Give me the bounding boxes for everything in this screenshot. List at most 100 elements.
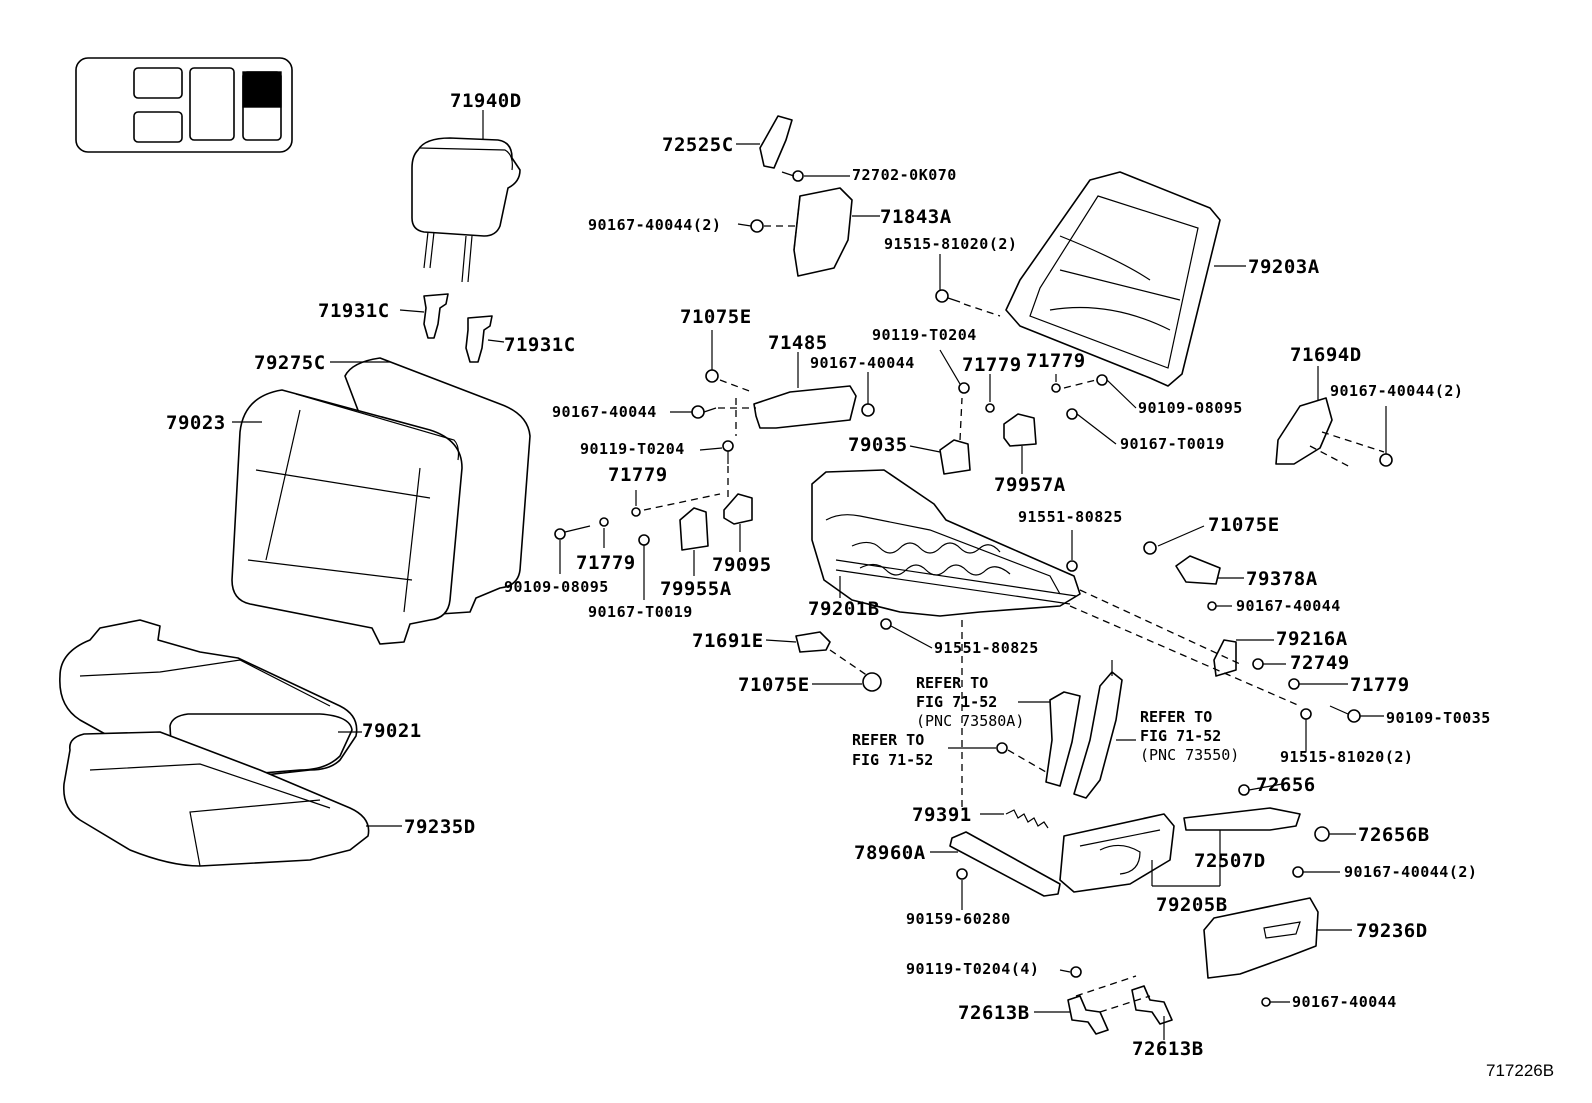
label-90167-T0019-a[interactable]: 90167-T0019 (588, 603, 693, 621)
label-90167-40044-c[interactable]: 90167-40044 (1236, 597, 1341, 615)
label-90167-40044-2-a[interactable]: 90167-40044(2) (588, 216, 722, 234)
refer-note-73580A-line3: (PNC 73580A) (916, 712, 1025, 730)
label-79201B[interactable]: 79201B (808, 598, 880, 620)
bolt-90109-08095-b (1063, 374, 1137, 409)
hinge-cover-72525C (736, 115, 793, 169)
label-71075E-c[interactable]: 71075E (738, 674, 810, 696)
recliner-79205B (1059, 813, 1221, 893)
label-72702-0K070[interactable]: 72702-0K070 (852, 166, 957, 184)
label-90119-T0204-4[interactable]: 90119-T0204(4) (906, 960, 1040, 978)
label-79236D[interactable]: 79236D (1356, 920, 1428, 942)
screw-90167-40044-2-c (1292, 866, 1340, 878)
refer-note-73580A: REFER TO FIG 71-52 (PNC 73580A) (916, 674, 1024, 731)
bolt-90109-T0035 (1329, 705, 1384, 723)
refer-note-73580A-line2[interactable]: FIG 71-52 (916, 693, 998, 711)
label-90109-08095-a[interactable]: 90109-08095 (504, 578, 609, 596)
label-90119-T0204-b[interactable]: 90119-T0204 (872, 326, 977, 344)
label-79021[interactable]: 79021 (362, 720, 422, 742)
bolt-belt (948, 742, 1047, 773)
bolt-90109-08095-a (554, 525, 591, 574)
nut-72656B (1314, 826, 1356, 842)
label-72656B[interactable]: 72656B (1358, 824, 1430, 846)
label-79205B[interactable]: 79205B (1156, 894, 1228, 916)
label-79378A[interactable]: 79378A (1246, 568, 1318, 590)
label-90109-T0035[interactable]: 90109-T0035 (1386, 709, 1491, 727)
label-72656[interactable]: 72656 (1256, 774, 1316, 796)
label-72507D[interactable]: 72507D (1194, 850, 1266, 872)
refer-note-73550-line2[interactable]: FIG 71-52 (1140, 727, 1222, 745)
label-79235D[interactable]: 79235D (404, 816, 476, 838)
label-72613B-a[interactable]: 72613B (958, 1002, 1030, 1024)
label-71691E[interactable]: 71691E (692, 630, 764, 652)
screw-90167-40044-a (670, 398, 756, 436)
label-91551-80825-b[interactable]: 91551-80825 (934, 639, 1039, 657)
label-90109-08095-b[interactable]: 90109-08095 (1138, 399, 1243, 417)
brackets-72613B (1034, 966, 1173, 1040)
label-79955A[interactable]: 79955A (660, 578, 732, 600)
label-72749[interactable]: 72749 (1290, 652, 1350, 674)
belt-buckle-left (1018, 691, 1081, 787)
label-90167-40044-2-b[interactable]: 90167-40044(2) (1330, 382, 1464, 400)
clip-71075E-a (705, 330, 753, 393)
label-71075E-b[interactable]: 71075E (1208, 514, 1280, 536)
spring-79391 (980, 809, 1049, 829)
refer-note-73550-line3: (PNC 73550) (1140, 746, 1240, 764)
label-90167-40044-a[interactable]: 90167-40044 (552, 403, 657, 421)
label-71779-a[interactable]: 71779 (608, 464, 668, 486)
label-72613B-b[interactable]: 72613B (1132, 1038, 1204, 1060)
label-71931C-a[interactable]: 71931C (318, 300, 390, 322)
label-79095[interactable]: 79095 (712, 554, 772, 576)
bracket-79035 (909, 349, 971, 475)
belt-buckle-right (1073, 660, 1136, 799)
label-71779-d[interactable]: 71779 (1026, 350, 1086, 372)
label-78960A[interactable]: 78960A (854, 842, 926, 864)
label-71779-e[interactable]: 71779 (1350, 674, 1410, 696)
cover-79236D (1203, 897, 1352, 1007)
bracket-79957A (1003, 413, 1037, 474)
washer-71779-e (1288, 678, 1348, 690)
label-90167-40044-d[interactable]: 90167-40044 (1292, 993, 1397, 1011)
label-91515-81020-2-a[interactable]: 91515-81020(2) (884, 235, 1018, 253)
cover-71485 (753, 352, 857, 429)
refer-note-belt: REFER TO FIG 71-52 (852, 730, 933, 770)
washers-71779-left (599, 490, 721, 548)
bolt-91551-80825-a (1066, 530, 1078, 572)
label-71931C-b[interactable]: 71931C (504, 334, 576, 356)
seatback-frame-79203A (935, 171, 1246, 387)
label-90167-T0019-b[interactable]: 90167-T0019 (1120, 435, 1225, 453)
label-71940D[interactable]: 71940D (450, 90, 522, 112)
label-79035[interactable]: 79035 (848, 434, 908, 456)
label-79216A[interactable]: 79216A (1276, 628, 1348, 650)
bracket-79378A (1175, 555, 1244, 585)
clip-71075E-b (1143, 525, 1205, 555)
refer-note-belt-line2[interactable]: FIG 71-52 (852, 751, 934, 769)
label-90167-40044-2-c[interactable]: 90167-40044(2) (1344, 863, 1478, 881)
label-79023[interactable]: 79023 (166, 412, 226, 434)
label-71843A[interactable]: 71843A (880, 206, 952, 228)
refer-note-73550: REFER TO FIG 71-52 (PNC 73550) (1140, 708, 1239, 765)
label-90167-40044-b[interactable]: 90167-40044 (810, 354, 915, 372)
label-72525C[interactable]: 72525C (662, 134, 734, 156)
label-79957A[interactable]: 79957A (994, 474, 1066, 496)
label-79203A[interactable]: 79203A (1248, 256, 1320, 278)
label-71779-c[interactable]: 71779 (962, 354, 1022, 376)
label-71075E-a[interactable]: 71075E (680, 306, 752, 328)
seat-cushion-pad-79235D (63, 731, 402, 867)
label-90119-T0204-a[interactable]: 90119-T0204 (580, 440, 685, 458)
screw-90167-40044-c (1207, 601, 1232, 611)
screw-72702 (781, 170, 850, 182)
label-79391[interactable]: 79391 (912, 804, 972, 826)
seat-location-indicator (75, 57, 293, 153)
figure-id: 717226B (1486, 1061, 1555, 1080)
label-90159-60280[interactable]: 90159-60280 (906, 910, 1011, 928)
label-71779-b[interactable]: 71779 (576, 552, 636, 574)
label-71485[interactable]: 71485 (768, 332, 828, 354)
bolt-91515-81020-b (1300, 708, 1312, 752)
label-91515-81020-2-b[interactable]: 91515-81020(2) (1280, 748, 1414, 766)
label-79275C[interactable]: 79275C (254, 352, 326, 374)
seat-back-79023 (231, 357, 531, 645)
label-91551-80825-a[interactable]: 91551-80825 (1018, 508, 1123, 526)
seat-frame-79201B (811, 469, 1081, 617)
label-71694D[interactable]: 71694D (1290, 344, 1362, 366)
